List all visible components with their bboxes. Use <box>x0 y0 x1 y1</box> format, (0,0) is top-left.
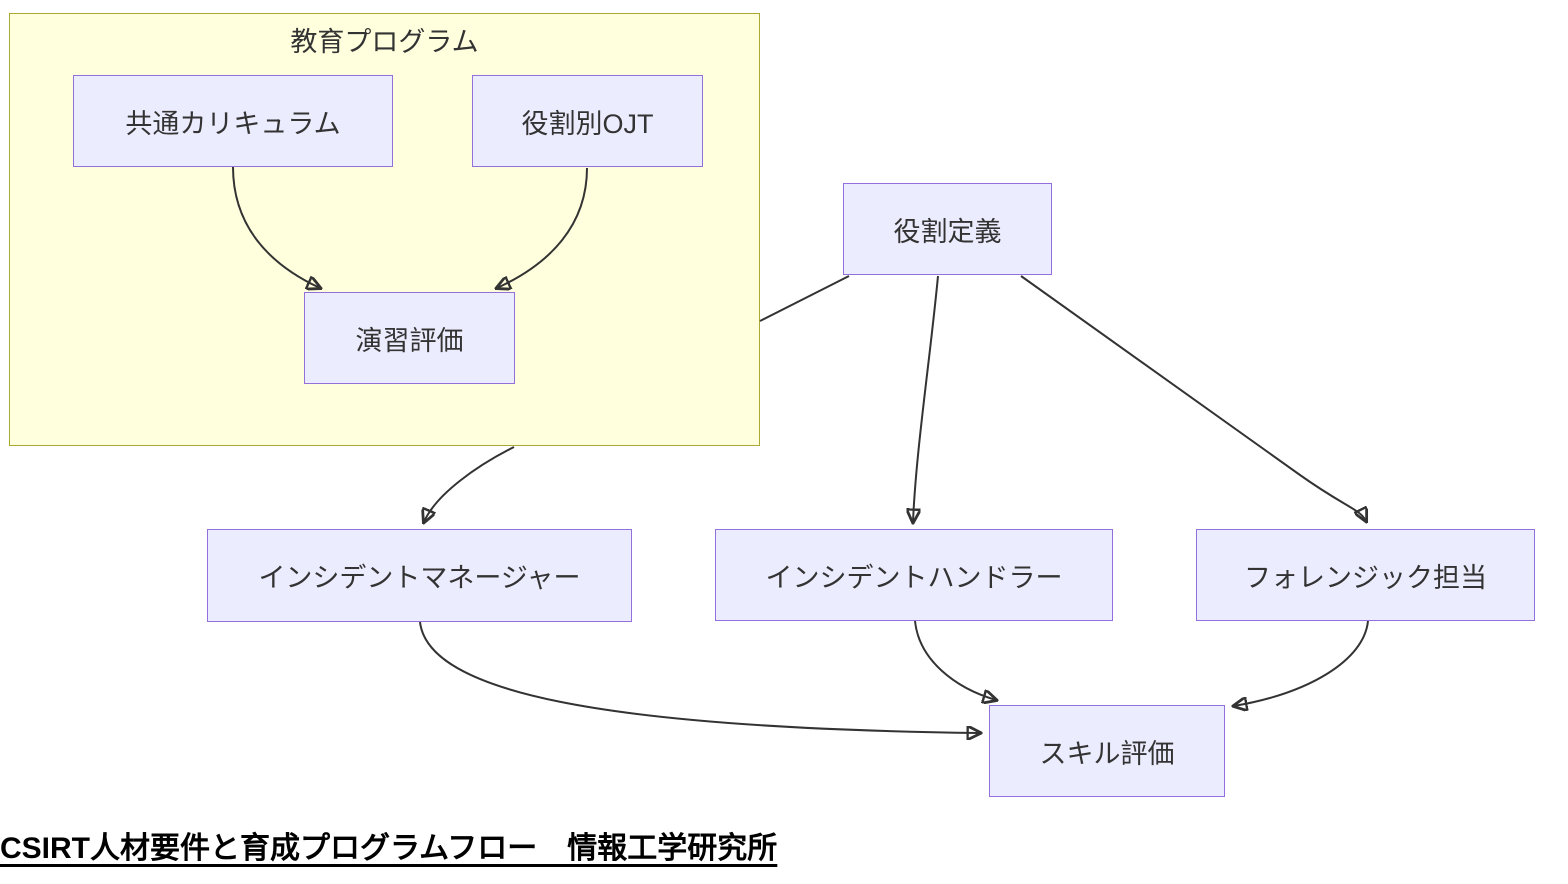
node-common-curriculum: 共通カリキュラム <box>73 75 393 167</box>
edge-role-definition-to-incident-manager-upper <box>759 275 850 322</box>
edge-role-definition-to-forensics <box>1020 275 1366 521</box>
node-label: 共通カリキュラム <box>125 108 341 139</box>
node-incident-manager: インシデントマネージャー <box>207 529 632 622</box>
node-label: インシデントマネージャー <box>258 563 581 593</box>
diagram-title: CSIRT人材要件と育成プログラムフロー 情報工学研究所 <box>0 832 778 865</box>
node-role-ojt: 役割別OJT <box>472 75 703 167</box>
node-label: 役割別OJT <box>521 108 654 139</box>
node-label: インシデントハンドラー <box>765 562 1063 593</box>
edge-incident-manager-to-skill-eval <box>419 621 980 733</box>
node-label: 演習評価 <box>355 325 464 356</box>
node-incident-handler: インシデントハンドラー <box>715 529 1113 621</box>
node-skill-eval: スキル評価 <box>989 705 1225 797</box>
edge-incident-handler-to-skill-eval <box>914 620 996 700</box>
node-exercise-eval: 演習評価 <box>304 292 515 384</box>
edge-role-definition-to-incident-handler <box>913 275 939 522</box>
node-label: スキル評価 <box>1039 738 1175 769</box>
edge-forensics-to-skill-eval <box>1234 620 1369 706</box>
edge-role-definition-to-incident-manager-lower <box>424 446 515 522</box>
node-role-definition: 役割定義 <box>843 183 1052 275</box>
cluster-label: 教育プログラム <box>290 27 479 57</box>
node-label: フォレンジック担当 <box>1244 562 1487 593</box>
node-label: 役割定義 <box>893 216 1002 247</box>
node-forensics: フォレンジック担当 <box>1196 529 1535 621</box>
